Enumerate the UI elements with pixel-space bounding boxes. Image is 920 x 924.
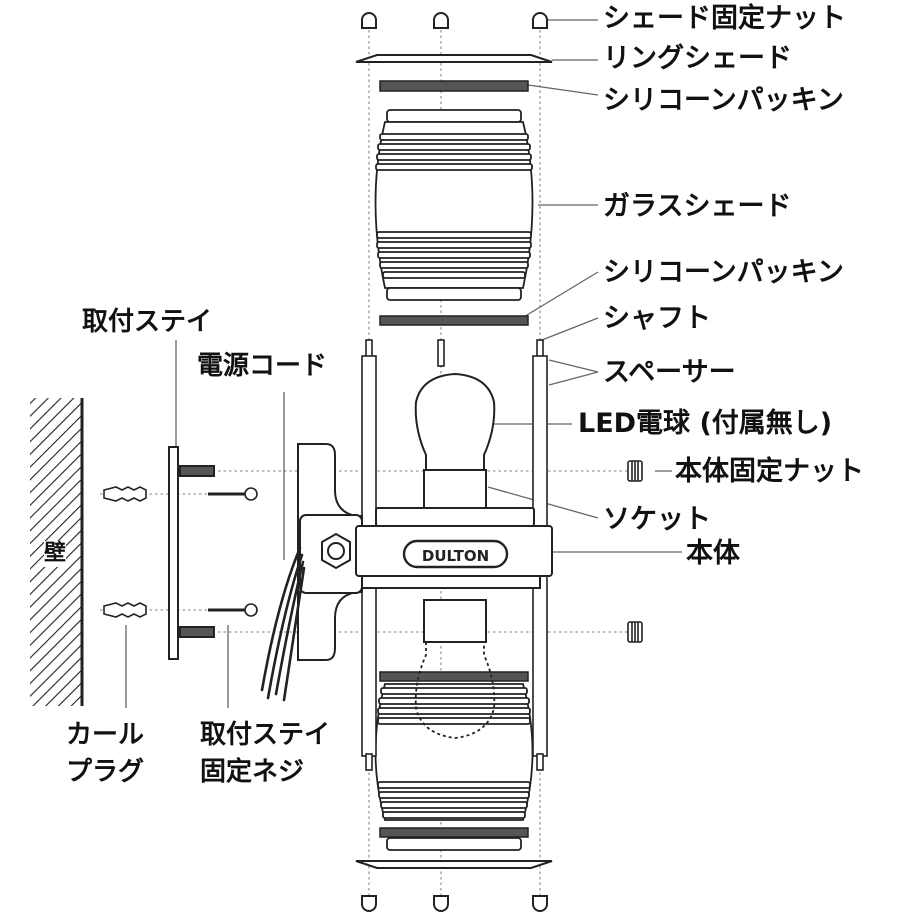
socket-bottom [423, 599, 487, 643]
label-power-cord: 電源コード [197, 351, 328, 381]
screw-icon [208, 487, 258, 617]
label-body: 本体 [686, 538, 740, 569]
socket-top [375, 469, 535, 527]
power-cord [260, 546, 306, 702]
label-silicone-packing-bottom: シリコーンパッキン [603, 257, 844, 288]
label-curl-plug-2: プラグ [66, 757, 145, 787]
label-wall: 壁 [44, 541, 67, 567]
glass-shade-bottom [374, 683, 534, 851]
label-body-nut: 本体固定ナット [675, 456, 864, 487]
main-body [355, 525, 553, 589]
label-spacer: スペーサー [603, 357, 736, 388]
wall-plug-icon [103, 486, 147, 618]
hex-nut-icon [321, 532, 351, 570]
label-shade-nut: シェード固定ナット [603, 3, 846, 34]
label-curl-plug-1: カール [66, 720, 145, 750]
wall-bracket [168, 446, 215, 660]
knurled-nut-icon [627, 460, 643, 643]
shaft-center [437, 339, 445, 367]
acorn-nut-icon [361, 12, 548, 912]
label-bracket-screw-1: 取付ステイ [200, 720, 331, 750]
glass-shade-top [374, 109, 534, 301]
silicone-gasket [379, 80, 529, 838]
label-ring-shade: リングシェード [603, 43, 792, 74]
label-silicone-packing-top: シリコーンパッキン [603, 85, 844, 116]
label-bracket: 取付ステイ [82, 307, 213, 337]
label-bracket-screw-2: 固定ネジ [200, 757, 305, 787]
label-led-bulb: LED電球 (付属無し) [578, 408, 833, 439]
ring-shade [355, 54, 553, 869]
label-socket: ソケット [603, 504, 711, 535]
led-bulb [414, 372, 496, 471]
led-bulb-dashed [414, 642, 496, 739]
label-shaft: シャフト [603, 303, 711, 334]
brand-logo: DULTON [422, 547, 489, 565]
label-glass-shade: ガラスシェード [603, 191, 792, 222]
